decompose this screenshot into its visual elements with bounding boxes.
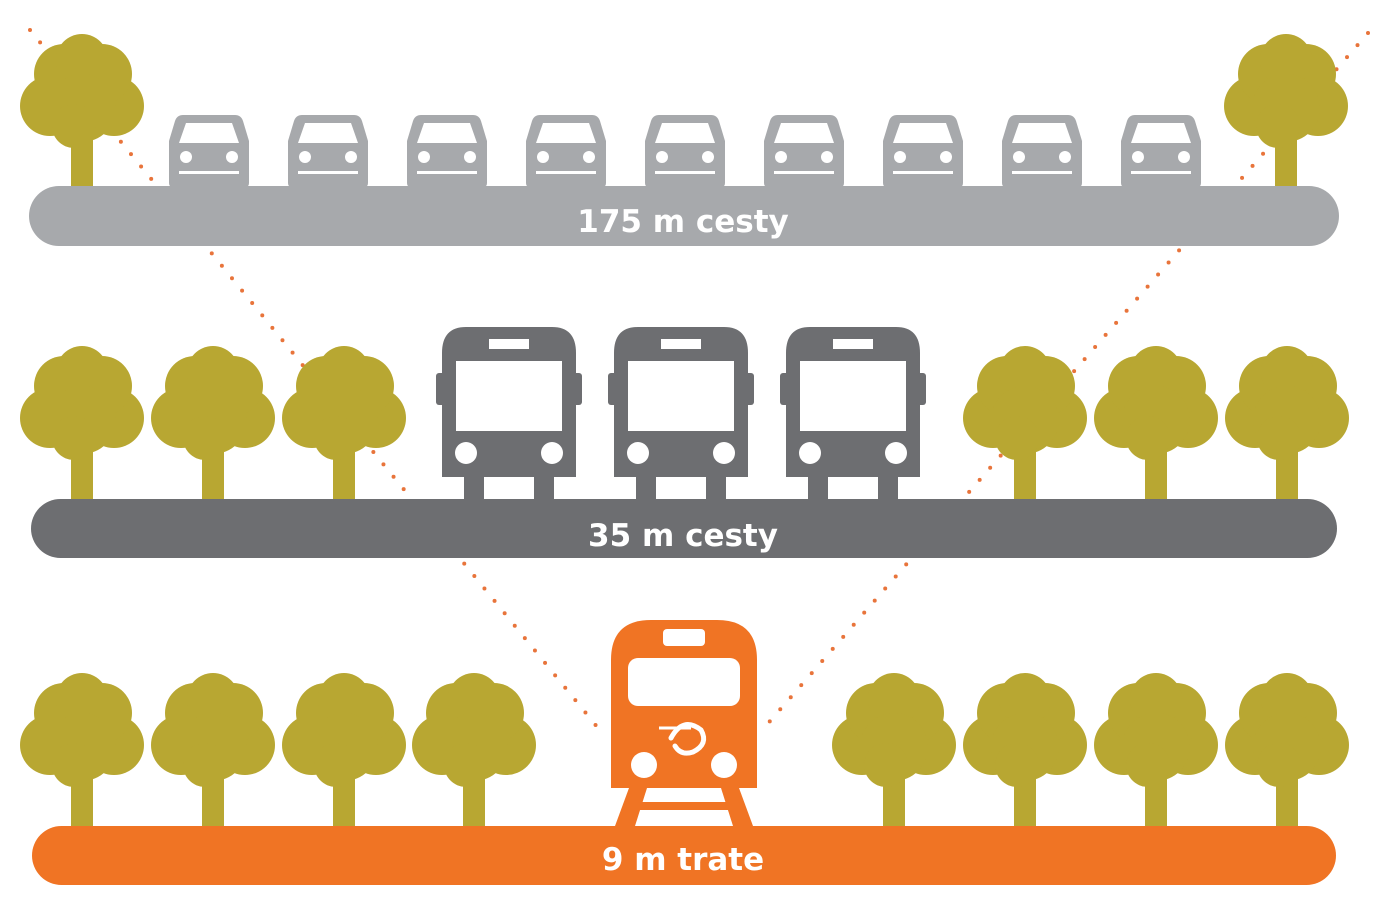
tree-icon xyxy=(1225,346,1349,500)
train-icon xyxy=(611,620,757,826)
row-train-vehicles xyxy=(611,620,757,826)
track-label-train: 9 m trate xyxy=(602,842,764,878)
car-icon xyxy=(883,115,963,187)
road-label-cars: 175 m cesty xyxy=(577,204,788,240)
tree-icon xyxy=(412,673,536,827)
tree-icon xyxy=(151,673,275,827)
car-icon xyxy=(526,115,606,187)
car-icon xyxy=(1002,115,1082,187)
perspective-line-right xyxy=(762,31,1370,730)
car-icon xyxy=(1121,115,1201,187)
tree-icon xyxy=(20,346,144,500)
tree-icon xyxy=(282,346,406,500)
tree-icon xyxy=(151,346,275,500)
tree-icon xyxy=(1094,346,1218,500)
car-icon xyxy=(407,115,487,187)
tree-icon xyxy=(1094,673,1218,827)
bus-icon xyxy=(780,327,926,499)
tree-icon xyxy=(832,673,956,827)
tree-icon xyxy=(20,673,144,827)
tree-icon xyxy=(963,346,1087,500)
row-cars-vehicles xyxy=(169,115,1201,187)
row-cars: 175 m cesty xyxy=(20,34,1348,246)
tree-icon xyxy=(282,673,406,827)
car-icon xyxy=(764,115,844,187)
road-bar-cars xyxy=(29,186,1339,246)
tree-icon xyxy=(20,34,144,188)
road-bar-buses xyxy=(31,499,1337,558)
car-icon xyxy=(288,115,368,187)
row-buses: 35 m cesty xyxy=(20,327,1349,558)
car-icon xyxy=(169,115,249,187)
tree-icon xyxy=(1224,34,1348,188)
car-icon xyxy=(645,115,725,187)
tree-icon xyxy=(963,673,1087,827)
road-label-buses: 35 m cesty xyxy=(588,518,778,554)
bus-icon xyxy=(436,327,582,499)
tree-icon xyxy=(1225,673,1349,827)
bus-icon xyxy=(608,327,754,499)
row-train: 9 m trate xyxy=(20,620,1349,885)
row-buses-vehicles xyxy=(436,327,926,499)
track-bar-train xyxy=(32,826,1336,885)
